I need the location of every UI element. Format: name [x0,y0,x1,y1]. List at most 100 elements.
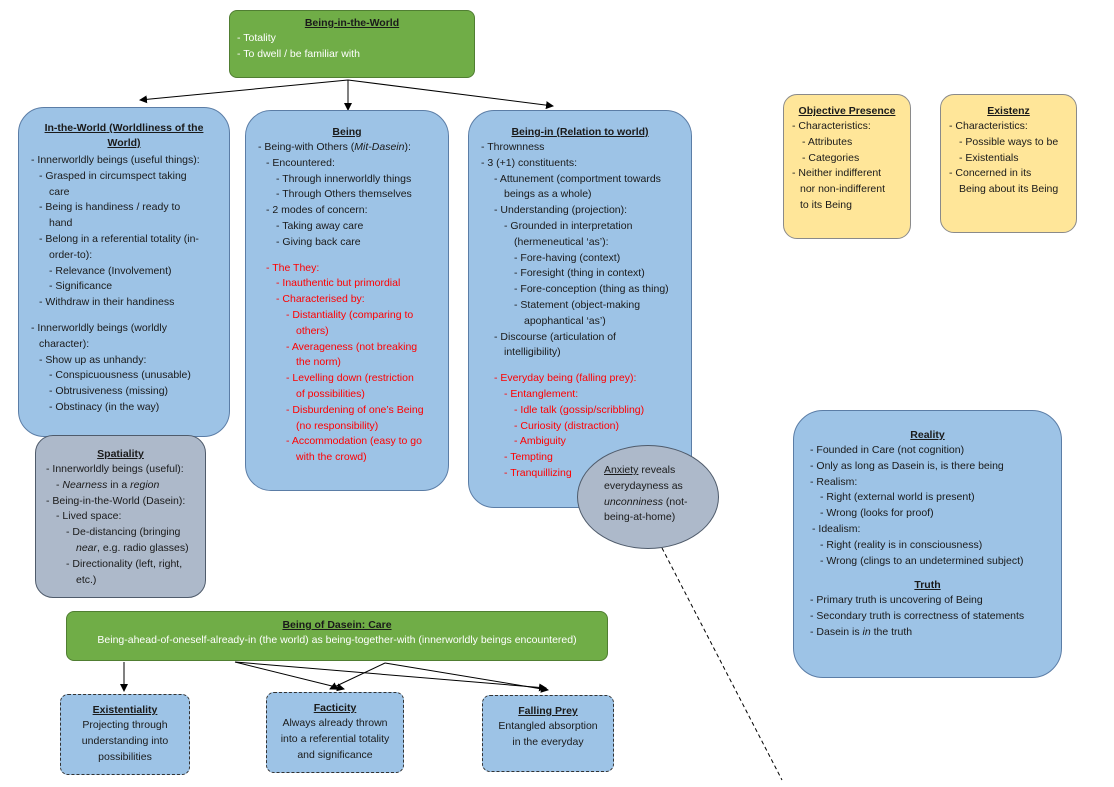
being-in-line: - Grounded in interpretation [504,219,633,232]
being-line: - Being-with Others (Mit-Dasein): [258,141,411,153]
reality-line: - Realism: [810,475,858,488]
being-in-title: Being-in (Relation to world) [511,126,649,138]
itw-line: - Innerworldly beings (useful things): [31,154,200,166]
being-in-line: - Attunement (comportment towards [494,172,661,185]
itw-line: - Significance [49,280,113,293]
anxiety-ellipse: Anxiety reveals everydayness as unconnin… [577,445,719,549]
being-line: - Through innerworldly things [276,172,412,185]
existenz-line: Being about its Being [959,183,1059,196]
being-in-line: - Thrownness [481,141,545,153]
facticity-line: into a referential totality [280,732,390,745]
itw-line: - Belong in a referential totality (in- [39,232,199,245]
anxiety-dashed-line [661,547,783,781]
existentiality-title: Existentiality [92,704,158,716]
being-in-line: - 3 (+1) constituents: [481,156,578,169]
itw-line: - Obtrusiveness (missing) [49,385,169,398]
truth-line: - Dasein is in the truth [810,625,913,638]
existenz-line: - Concerned in its [949,167,1032,180]
care-line: Being-ahead-of-oneself-already-in (the w… [97,634,577,646]
spatiality-line: near, e.g. radio glasses) [76,541,189,554]
being-line: - 2 modes of concern: [266,204,368,217]
reality-line: - Right (external world is present) [820,491,975,504]
being-in-line: apophantical ‘as’) [524,314,606,327]
being-they-line: - Inauthentic but primordial [276,277,401,290]
reality-line: - Idealism: [812,522,861,535]
existentiality-line: Projecting through [82,719,168,731]
being-they-line: - Distantiality (comparing to [286,308,414,321]
existentiality-line: understanding into [81,734,169,747]
objective-line: - Attributes [802,135,853,148]
existenz-line: - Existentials [959,151,1019,164]
being-in-everyday-line: - Idle talk (gossip/scribbling) [514,403,645,416]
spatiality-line: - Nearness in a region [56,478,160,491]
truth-line: - Primary truth is uncovering of Being [810,594,983,607]
arrow-to-facticity-a [234,661,345,692]
falling-prey-box: Falling Prey Entangled absorption in the… [482,695,614,772]
existenz-title: Existenz [987,105,1030,117]
itw-line: - Conspicuousness (unusable) [49,369,191,382]
being-they-line: - The They: [266,261,320,274]
being-they-line: - Accommodation (easy to go [286,435,422,448]
being-in-everyday-line: - Curiosity (distraction) [514,419,620,432]
being-in-the-world-box: Being-in-the-World - Totality - To dwell… [229,10,475,78]
being-in-everyday-line: - Tranquillizing [504,466,572,479]
facticity-title: Facticity [313,702,357,714]
being-box: Being - Being-with Others (Mit-Dasein): … [245,110,449,491]
existenz-box: Existenz - Characteristics: - Possible w… [940,94,1077,233]
care-box: Being of Dasein: Care Being-ahead-of-one… [66,611,608,661]
arrow-to-falling-prey-b [384,662,549,693]
itw-line: - Obstinacy (in the way) [49,400,160,413]
falling-prey-line: Entangled absorption [498,720,598,732]
being-title: Being [332,126,362,138]
facticity-line: and significance [297,748,373,761]
objective-line: - Characteristics: [792,120,871,132]
being-they-line: - Characterised by: [276,293,365,306]
being-line: - Through Others themselves [276,188,412,201]
being-they-line: the norm) [296,356,341,369]
anxiety-line: being-at-home) [604,511,676,524]
reality-line: - Founded in Care (not cognition) [810,444,965,456]
existentiality-box: Existentiality Projecting through unders… [60,694,190,775]
being-they-line: - Disburdening of one’s Being [286,403,424,416]
objective-presence-box: Objective Presence - Characteristics: - … [783,94,911,239]
existenz-line: - Characteristics: [949,120,1028,132]
spatiality-line: - Being-in-the-World (Dasein): [46,494,186,507]
anxiety-line: Anxiety reveals [604,464,676,476]
being-line: - Encountered: [266,156,335,169]
being-in-line: - Foresight (thing in context) [514,267,645,280]
being-in-line: - Fore-having (context) [514,251,621,264]
arrow-to-being-in [347,79,554,110]
care-title: Being of Dasein: Care [282,619,392,631]
spatiality-line: - De-distancing (bringing [66,526,181,539]
anxiety-line: everydayness as [604,479,683,492]
being-in-everyday-line: - Ambiguity [514,435,566,448]
reality-line: - Right (reality is in consciousness) [820,538,983,551]
reality-line: - Wrong (looks for proof) [820,507,934,520]
itw-line: - Withdraw in their handiness [39,296,175,309]
being-in-everyday-line: - Everyday being (falling prey): [494,372,637,385]
reality-line: - Only as long as Dasein is, is there be… [810,459,1004,472]
objective-line: nor non-indifferent [800,183,886,196]
spatiality-line: - Lived space: [56,510,122,523]
existentiality-line: possibilities [98,750,152,763]
being-in-line: - Statement (object-making [514,298,641,311]
biw-line: - Totality [237,32,276,44]
arrow-to-facticity-b [329,662,386,690]
being-in-line: (hermeneutical ‘as’): [514,235,609,248]
arrow-to-in-the-world [139,79,349,104]
being-in-line: - Fore-conception (thing as thing) [514,283,669,296]
itw-line: - Grasped in circumspect taking [39,169,187,182]
being-they-line: (no responsibility) [296,419,379,432]
facticity-box: Facticity Always already thrown into a r… [266,692,404,773]
being-they-line: with the crowd) [296,451,367,464]
being-they-line: others) [296,324,329,337]
reality-line: - Wrong (clings to an undetermined subje… [820,554,1024,567]
being-in-everyday-line: - Entanglement: [504,387,579,400]
being-in-line: - Discourse (articulation of [494,330,616,343]
arrow-to-falling-prey-a [234,661,547,692]
itw-line: - Innerworldly beings (worldly [31,321,167,334]
spatiality-line: - Innerworldly beings (useful): [46,463,184,475]
being-in-everyday-line: - Tempting [504,451,553,464]
objective-presence-title: Objective Presence [798,105,896,117]
